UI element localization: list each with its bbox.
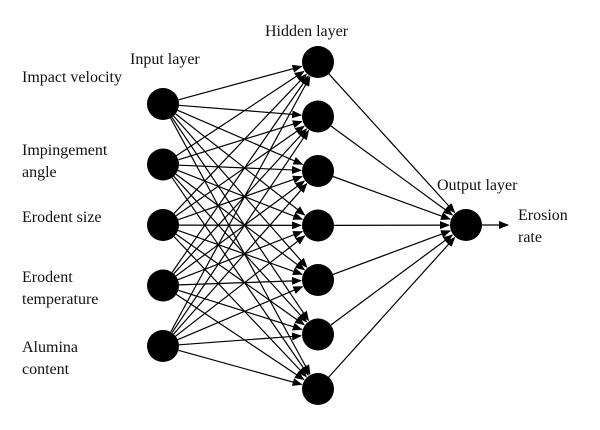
edge-input-5-to-hidden-3: [173, 182, 308, 335]
edge-input-5-to-hidden-2: [171, 129, 310, 334]
hidden-node-7: [302, 373, 334, 405]
edge-hidden-7-to-output: [328, 236, 456, 378]
input-node-5: [147, 330, 179, 362]
output-layer-title: Output layer: [437, 177, 518, 194]
edge-input-1-to-hidden-3: [177, 109, 304, 165]
edge-input-4-to-hidden-5: [178, 276, 302, 286]
input-label-alumina-content: Alumina content: [22, 339, 82, 378]
input-label-line: Impingement: [22, 142, 108, 159]
edge-input-1-to-hidden-7: [170, 117, 311, 375]
edge-input-2-to-hidden-3: [178, 164, 302, 174]
hidden-node-4: [302, 209, 334, 242]
edge-input-5-to-hidden-6: [178, 332, 302, 346]
input-node-3: [147, 209, 179, 241]
edge-input-1-to-hidden-4: [175, 113, 306, 216]
edge-input-3-to-hidden-5: [177, 229, 303, 276]
hidden-layer-title: Hidden layer: [265, 23, 349, 40]
hidden-node-5: [302, 264, 334, 296]
edge-input-4-to-hidden-7: [175, 293, 305, 381]
edge-input-1-to-hidden-1: [178, 64, 303, 101]
hidden-node-3: [302, 155, 334, 187]
network-nodes: [147, 46, 482, 405]
input-label-line: Impact velocity: [22, 69, 122, 86]
edge-hidden-5-to-output: [332, 230, 452, 275]
edge-hidden-3-to-output: [332, 175, 451, 220]
edge-input-2-to-hidden-7: [171, 177, 309, 376]
hidden-node-1: [302, 46, 334, 78]
input-label-erodent-size: Erodent size: [22, 209, 102, 226]
input-node-1: [147, 88, 179, 120]
edge-input-2-to-hidden-2: [178, 120, 303, 161]
input-label-line: angle: [22, 164, 57, 181]
edge-input-4-to-hidden-3: [175, 180, 306, 277]
edge-input-3-to-hidden-6: [175, 233, 305, 326]
input-label-line: content: [22, 361, 70, 378]
output-node: [450, 209, 482, 241]
output-label-line: rate: [518, 229, 542, 246]
edge-input-2-to-hidden-1: [175, 70, 305, 157]
input-layer-title: Input layer: [130, 51, 200, 68]
input-node-2: [147, 148, 179, 181]
edge-input-4-to-hidden-1: [171, 75, 309, 273]
edge-input-2-to-hidden-4: [177, 169, 304, 220]
edge-input-5-to-hidden-5: [177, 286, 304, 341]
edge-input-3-to-hidden-1: [173, 73, 307, 214]
input-label-line: Erodent size: [22, 209, 102, 226]
input-label-impingement-angle: Impingement angle: [22, 142, 111, 181]
input-label-erodent-temperature: Erodent temperature: [22, 269, 98, 308]
edge-input-3-to-hidden-7: [173, 236, 307, 378]
input-label-line: temperature: [22, 291, 98, 308]
edge-input-4-to-hidden-6: [178, 289, 303, 331]
edge-input-2-to-hidden-5: [175, 173, 306, 271]
edge-input-1-to-hidden-6: [171, 116, 310, 322]
input-node-4: [147, 269, 179, 302]
edge-input-4-to-hidden-4: [177, 231, 304, 281]
edge-input-4-to-hidden-2: [173, 128, 308, 275]
edge-input-3-to-hidden-2: [175, 125, 305, 217]
output-label-erosion-rate: Erosion rate: [518, 207, 572, 246]
hidden-node-6: [302, 318, 334, 351]
edge-input-1-to-hidden-2: [178, 104, 303, 119]
edge-input-5-to-hidden-7: [178, 349, 303, 386]
output-label-line: Erosion: [518, 207, 568, 224]
edge-input-3-to-hidden-3: [177, 175, 303, 221]
edge-hidden-1-to-output: [328, 73, 456, 214]
edge-hidden-6-to-output: [330, 234, 454, 326]
edge-input-2-to-hidden-6: [173, 175, 308, 323]
input-label-impact-velocity: Impact velocity: [22, 69, 122, 86]
connection-edges: [170, 64, 509, 386]
edge-hidden-2-to-output: [330, 125, 454, 216]
hidden-node-2: [302, 100, 334, 133]
edge-input-5-to-hidden-4: [175, 235, 306, 337]
edge-input-5-to-hidden-1: [170, 76, 311, 333]
input-label-line: Alumina: [22, 339, 78, 356]
edge-input-1-to-hidden-5: [173, 115, 308, 268]
input-label-line: Erodent: [22, 269, 73, 286]
